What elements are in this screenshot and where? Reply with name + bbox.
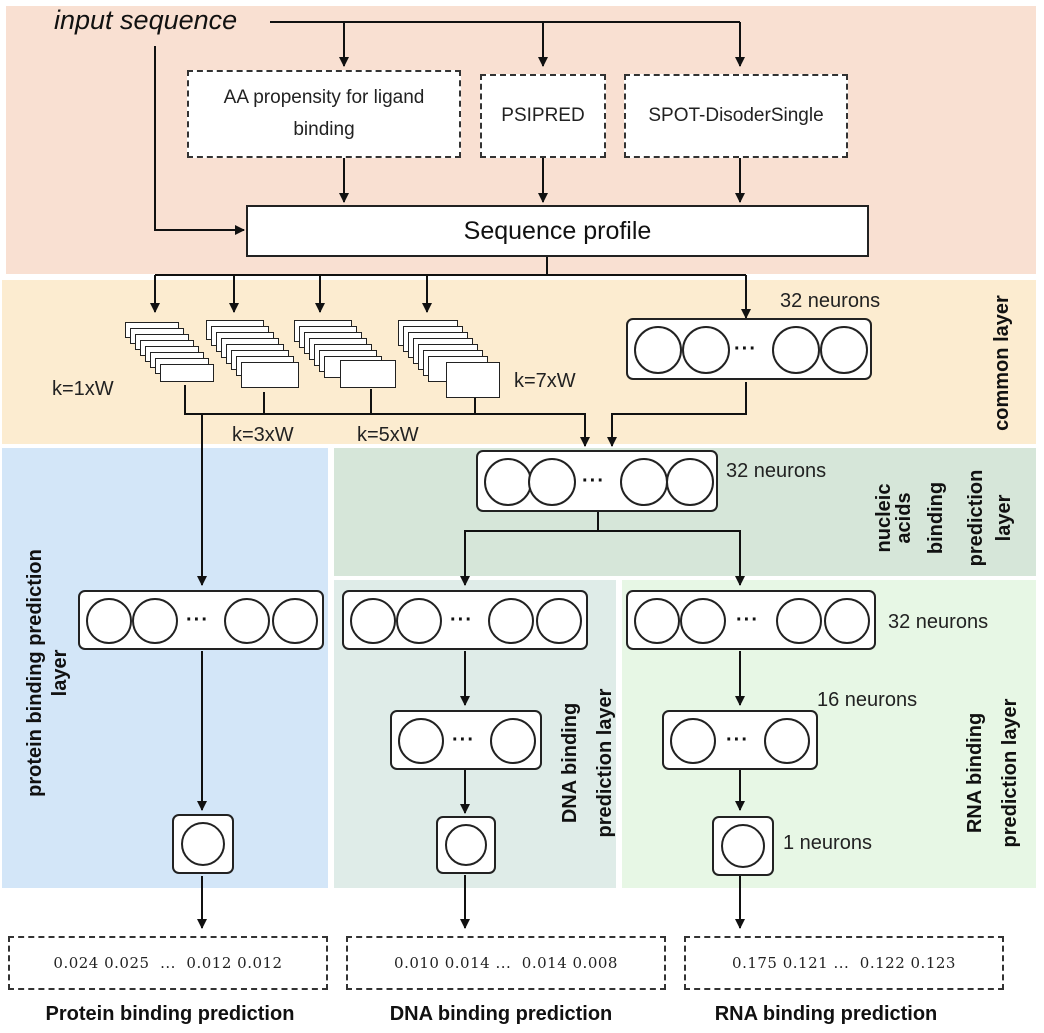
rna-dense-16-box: ···: [662, 710, 818, 770]
kernel-label-k3: k=3xW: [232, 424, 294, 446]
common-dense-box: ···: [626, 318, 872, 380]
common-layer-label: common layer: [991, 295, 1013, 431]
aa-propensity-line1: AA propensity for ligand: [223, 87, 425, 108]
protein-layer-panel: [2, 448, 328, 888]
dna-output-values: 0.010 0.014 ... 0.014 0.008: [346, 936, 666, 990]
rna-neurons-1-label: 1 neurons: [783, 832, 872, 854]
protein-prediction-title: Protein binding prediction: [45, 1003, 295, 1025]
input-to-profile-line: [154, 46, 245, 235]
protein-output-values: 0.024 0.025 ... 0.012 0.012: [8, 936, 328, 990]
rna-neurons-32-label: 32 neurons: [888, 611, 989, 633]
dna-dense-16-box: ···: [390, 710, 542, 770]
rna-prediction-title: RNA binding prediction: [714, 1003, 938, 1025]
sequence-profile-box: Sequence profile: [246, 205, 869, 257]
nucleic-layer-label: nucleic acids binding prediction layer: [873, 469, 1015, 567]
rna-output-values: 0.175 0.121 ... 0.122 0.123: [684, 936, 1004, 990]
rna-dense-32-box: ···: [626, 590, 876, 650]
protein-dense-box: ···: [78, 590, 324, 650]
kernel-label-k5: k=5xW: [357, 424, 419, 446]
dna-dense-32-box: ···: [342, 590, 588, 650]
input-sequence-label: input sequence: [54, 5, 238, 35]
rna-neurons-16-label: 16 neurons: [817, 689, 918, 711]
psipred-box: PSIPRED: [480, 74, 606, 158]
common-neurons-label: 32 neurons: [780, 290, 881, 312]
rna-output-neuron: [712, 816, 774, 876]
kernel-label-k7: k=7xW: [514, 370, 576, 392]
kernel-label-k1: k=1xW: [52, 378, 114, 400]
spot-disorder-box: SPOT-DisoderSingle: [624, 74, 848, 158]
protein-output-neuron: [172, 814, 234, 874]
aa-propensity-box: AA propensity for ligand binding: [187, 70, 461, 158]
dna-prediction-title: DNA binding prediction: [389, 1003, 613, 1025]
dna-output-neuron: [436, 816, 496, 874]
aa-propensity-line2: binding: [293, 119, 355, 140]
nucleic-neurons-label: 32 neurons: [726, 460, 827, 482]
nucleic-dense-box: ···: [476, 450, 718, 512]
